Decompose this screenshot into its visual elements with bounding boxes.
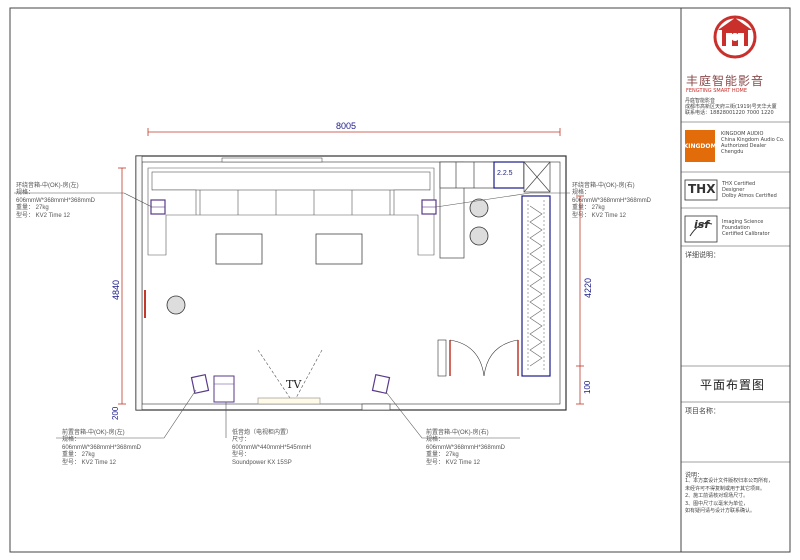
subwoofer xyxy=(213,375,235,403)
tv-label: TV xyxy=(286,378,302,391)
dim-right-small-text: 100 xyxy=(583,380,592,394)
dimension-left xyxy=(118,167,126,405)
sheet-frame xyxy=(9,7,791,553)
stool-1 xyxy=(469,198,489,218)
thx-logo-text: THX xyxy=(688,182,716,196)
speaker-front-right xyxy=(371,374,391,394)
dim-left-small-text: 200 xyxy=(111,406,120,420)
tv-unit xyxy=(257,397,321,405)
speaker-front-left xyxy=(190,374,210,394)
dim-top-text: 8005 xyxy=(336,121,357,131)
notes: 1、本方案设计文件版权归本公司所有，未经许可不得复制或用于其它项目。2、施工前请… xyxy=(685,478,774,514)
wardrobe xyxy=(521,195,551,377)
dim-left-text: 4840 xyxy=(111,279,121,300)
double-door xyxy=(437,339,519,377)
coffee-table-left xyxy=(215,233,263,265)
notes-label: 说明： xyxy=(685,472,704,479)
company-name: 丰庭智能影音 xyxy=(686,74,765,88)
leader-lines xyxy=(14,192,570,439)
tv-viewing-lines xyxy=(257,349,323,399)
isf-logo xyxy=(684,215,718,243)
project-label: 项目名称： xyxy=(685,407,720,415)
speaker-surround-left xyxy=(150,199,166,215)
speaker-surround-right xyxy=(421,199,437,215)
dimension-right xyxy=(576,195,584,405)
company-info: 丹庭智能影音成都市高新区天府三街(1919)号天华大厦联系电话：18828001… xyxy=(685,98,777,116)
left-wall xyxy=(135,155,143,411)
drawing-title: 平面布置图 xyxy=(700,378,766,392)
company-logo xyxy=(713,15,757,59)
stool-3 xyxy=(166,295,186,315)
dim-right-text: 4220 xyxy=(583,277,593,298)
bar-cabinet xyxy=(439,161,551,259)
cabinet-label: 2.2.5 xyxy=(497,170,513,177)
dimension-top xyxy=(147,128,561,136)
brand-badge: KINGDOM xyxy=(684,130,716,162)
thx-logo xyxy=(684,179,718,201)
stool-2 xyxy=(469,226,489,246)
coffee-table-right xyxy=(315,233,363,265)
sofa xyxy=(147,167,435,256)
isf-logo-text: isf xyxy=(694,218,710,231)
bottom-wall-step xyxy=(361,403,391,411)
company-sub: FENGTING SMART HOME xyxy=(686,88,748,94)
top-bar-fixture xyxy=(221,157,323,163)
details-label: 详细说明： xyxy=(685,251,720,259)
